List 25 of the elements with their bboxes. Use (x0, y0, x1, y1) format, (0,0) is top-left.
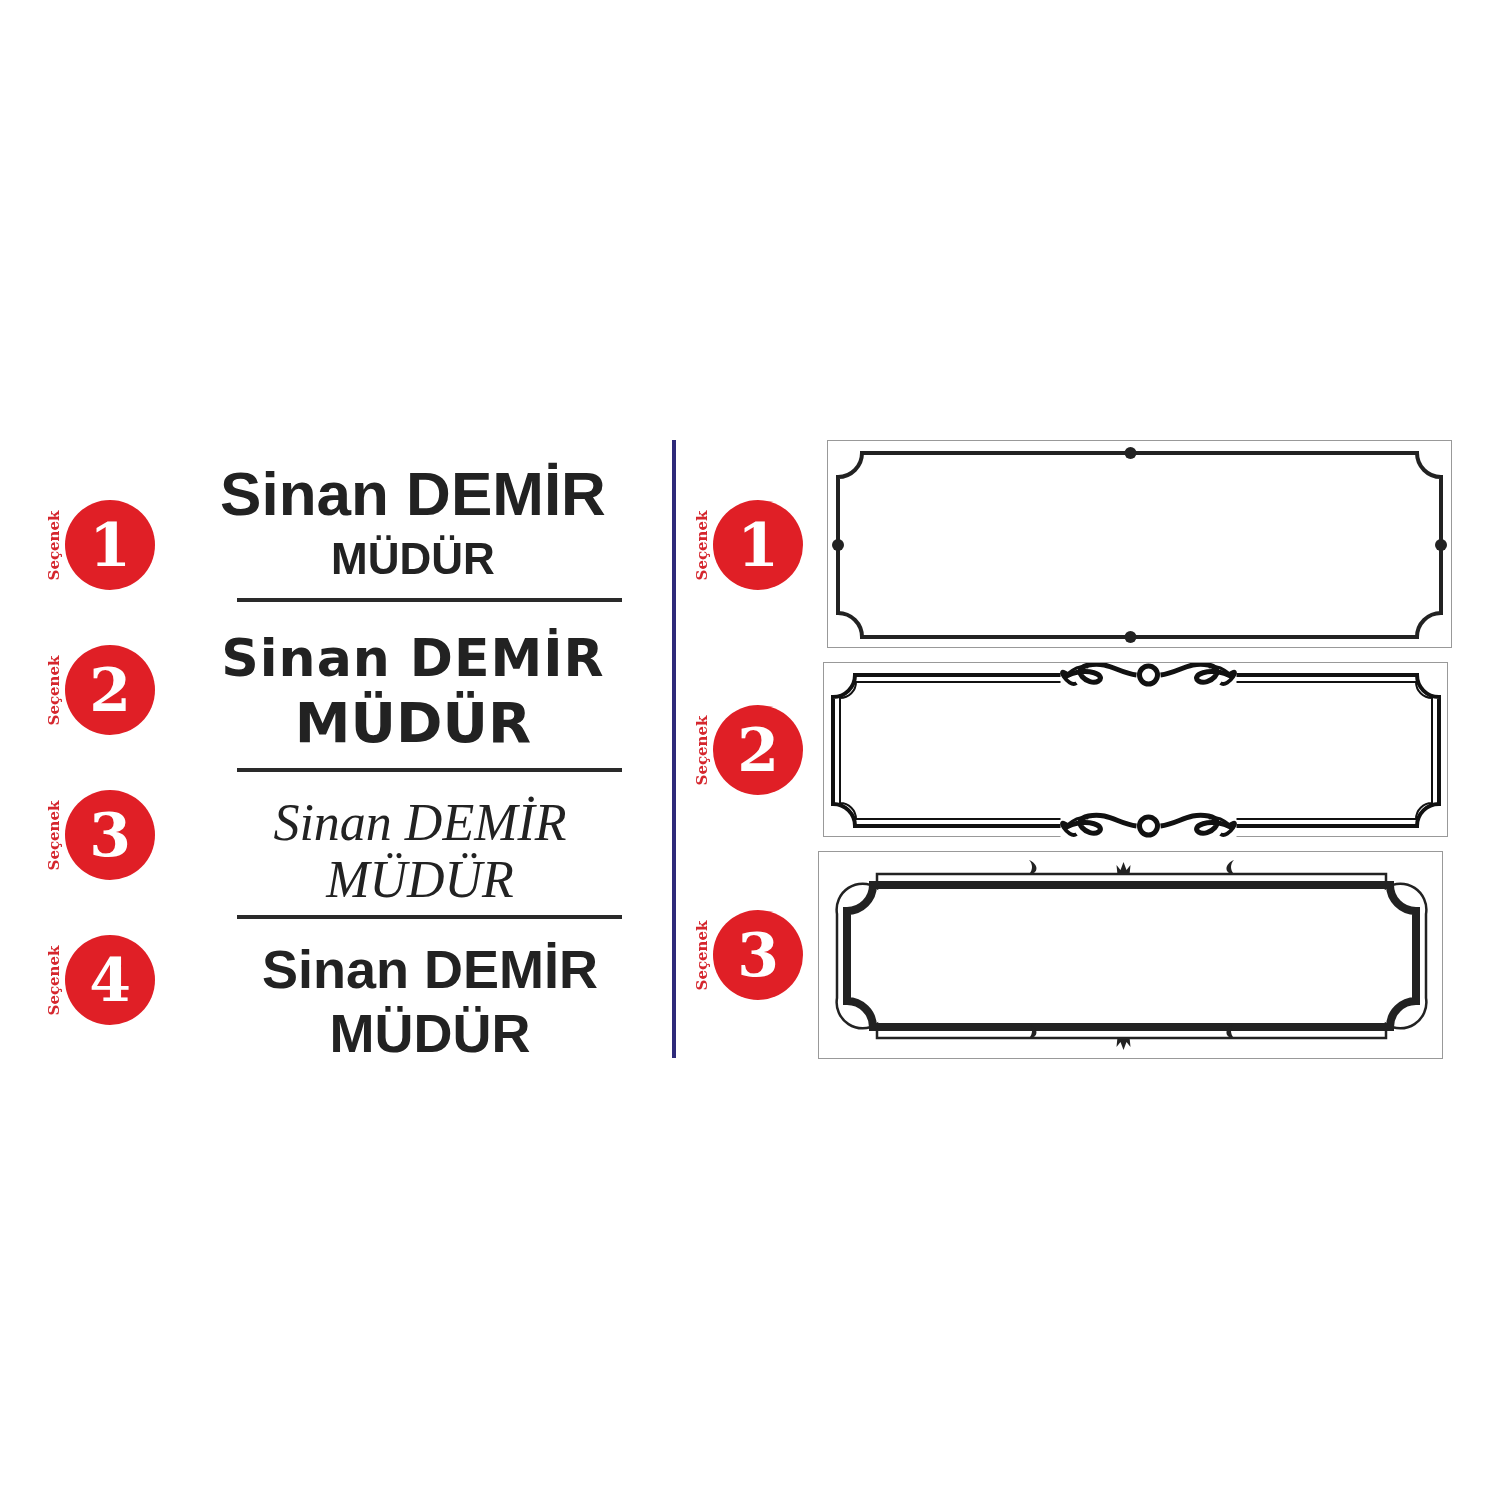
number-badge: 1 (65, 500, 155, 590)
option-caption: Seçenek (47, 510, 63, 580)
option-caption: Seçenek (695, 715, 711, 785)
sign-frame-drawing (818, 851, 1443, 1059)
option-caption: Seçenek (47, 945, 63, 1015)
title-text: MÜDÜR (326, 850, 514, 909)
number-badge: 2 (65, 645, 155, 735)
name-text: Sinan DEMİR (221, 628, 605, 688)
option-caption: Seçenek (47, 800, 63, 870)
sign-frame-drawing (823, 662, 1448, 837)
number-badge: 3 (65, 790, 155, 880)
name-text: Sinan DEMİR (220, 458, 606, 529)
title-text: MÜDÜR (329, 1002, 531, 1064)
title-text: MÜDÜR (331, 534, 495, 584)
number-badge: 4 (65, 935, 155, 1025)
name-text: Sinan DEMİR (262, 938, 598, 1000)
option-caption: Seçenek (47, 655, 63, 725)
number-badge: 2 (713, 705, 803, 795)
option-caption: Seçenek (695, 510, 711, 580)
name-text: Sinan DEMİR (273, 793, 567, 852)
sign-frame-drawing (827, 440, 1452, 648)
number-badge: 1 (713, 500, 803, 590)
number-badge: 3 (713, 910, 803, 1000)
option-caption: Seçenek (695, 920, 711, 990)
title-text: MÜDÜR (294, 690, 532, 755)
